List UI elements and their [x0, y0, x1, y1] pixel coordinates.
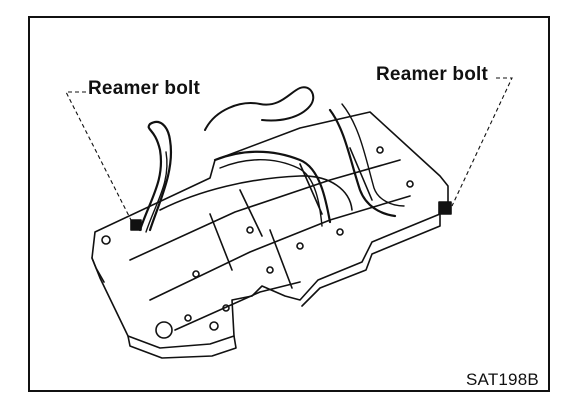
tube-left: [138, 120, 173, 232]
callout-label-left: Reamer bolt: [88, 78, 201, 99]
hole: [406, 180, 414, 188]
figure-code: SAT198B: [466, 370, 539, 389]
plate-outline: [91, 111, 449, 349]
leader-right: [451, 77, 513, 207]
hole: [246, 226, 254, 234]
plate-edge: [91, 213, 441, 359]
tube-right: [328, 108, 397, 218]
hole: [296, 242, 304, 250]
reamer-bolt-right: [438, 201, 452, 215]
callout-label-right: Reamer bolt: [376, 64, 489, 85]
hole: [155, 321, 173, 339]
hole: [336, 228, 344, 236]
plate-ribs: [129, 147, 411, 331]
tube-long: [159, 175, 353, 211]
tube-center: [213, 150, 332, 224]
reamer-bolt-left: [130, 219, 142, 231]
tube-left-inner: [145, 151, 168, 233]
hole: [184, 314, 192, 322]
hole: [101, 235, 111, 245]
figure-frame: [28, 16, 550, 392]
hole: [192, 270, 200, 278]
leader-left: [65, 91, 133, 223]
tube-center-2: [219, 159, 323, 227]
tube-top: [204, 86, 315, 131]
hole: [376, 146, 384, 154]
hole: [222, 304, 230, 312]
hole: [209, 321, 219, 331]
tube-right-2: [341, 103, 405, 207]
hole: [266, 266, 274, 274]
